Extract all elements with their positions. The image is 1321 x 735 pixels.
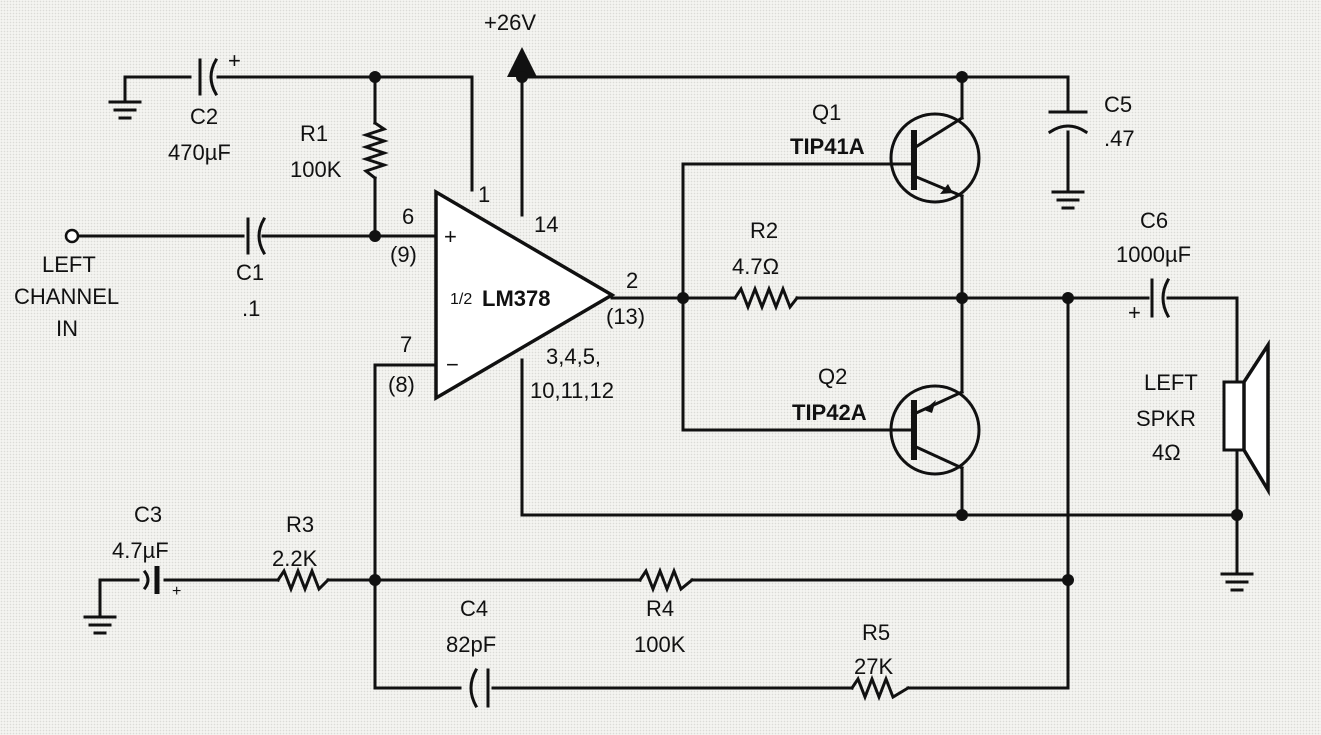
pin7-alt-label: (8)	[388, 372, 415, 397]
opamp-minus-sign: −	[446, 352, 459, 377]
pin6-alt-label: (9)	[390, 242, 417, 267]
speaker-icon	[1222, 339, 1270, 497]
r5-value: 27K	[854, 654, 893, 679]
r5-name: R5	[862, 620, 890, 645]
resistor-r1-icon	[361, 120, 389, 181]
opamp-name: LM378	[482, 286, 550, 311]
transistor-q1-icon	[889, 112, 981, 204]
pin1-label: 1	[478, 182, 490, 207]
c4-name: C4	[460, 596, 488, 621]
c6-name: C6	[1140, 208, 1168, 233]
r1-name: R1	[300, 121, 328, 146]
c2-polarity: +	[228, 48, 241, 73]
supply-label: +26V	[484, 10, 536, 35]
pin7-label: 7	[400, 332, 412, 357]
c1-value: .1	[242, 296, 260, 321]
r3-name: R3	[286, 512, 314, 537]
q1-name: Q1	[812, 100, 841, 125]
speaker-value: 4Ω	[1152, 440, 1181, 465]
gnd-pins-label-a: 3,4,5,	[546, 344, 601, 369]
pin14-label: 14	[534, 212, 558, 237]
opamp-fraction: 1/2	[450, 291, 472, 308]
c2-name: C2	[190, 104, 218, 129]
resistor-r2-icon	[732, 284, 800, 312]
pin6-label: 6	[402, 204, 414, 229]
transistor-q2-icon	[889, 384, 981, 476]
speaker-label-line1: LEFT	[1144, 370, 1198, 395]
ground-c5-icon	[1051, 190, 1085, 210]
r2-value: 4.7Ω	[732, 254, 779, 279]
pin2-label: 2	[626, 268, 638, 293]
c3-polarity: +	[172, 583, 181, 600]
capacitor-c2-icon	[198, 57, 219, 97]
pin2-alt-label: (13)	[606, 304, 645, 329]
ground-c2-icon	[108, 100, 142, 120]
c1-name: C1	[236, 260, 264, 285]
capacitor-c6-icon	[1150, 277, 1171, 319]
ground-speaker-icon	[1220, 572, 1254, 592]
resistor-r3-icon	[275, 566, 331, 594]
capacitor-c3-icon	[142, 566, 160, 594]
resistor-r5-icon	[849, 674, 911, 702]
q2-name: Q2	[818, 364, 847, 389]
input-label-line3: IN	[56, 316, 78, 341]
r4-value: 100K	[634, 632, 686, 657]
c2-value: 470µF	[168, 140, 231, 165]
c4-value: 82pF	[446, 632, 496, 657]
c6-value: 1000µF	[1116, 242, 1191, 267]
input-label-line2: CHANNEL	[14, 284, 119, 309]
wires	[76, 53, 1239, 690]
c5-value: .47	[1104, 126, 1135, 151]
speaker-label-line2: SPKR	[1136, 406, 1196, 431]
junction-dots	[369, 71, 1243, 586]
ground-c3-icon	[83, 615, 117, 635]
r3-value: 2.2K	[272, 546, 318, 571]
r4-name: R4	[646, 596, 674, 621]
input-label-line1: LEFT	[42, 252, 96, 277]
capacitor-c4-icon	[469, 667, 490, 709]
c6-polarity: +	[1128, 300, 1141, 325]
capacitor-c5-icon	[1047, 110, 1089, 135]
op-amp-triangle-icon	[434, 188, 616, 402]
input-terminal-icon	[64, 228, 80, 244]
q2-part: TIP42A	[792, 400, 867, 425]
q1-part: TIP41A	[790, 134, 865, 159]
resistor-r4-icon	[637, 566, 695, 594]
gnd-pins-label-b: 10,11,12	[530, 378, 614, 403]
c3-name: C3	[134, 502, 162, 527]
c3-value: 4.7µF	[112, 538, 169, 563]
c5-name: C5	[1104, 92, 1132, 117]
r1-value: 100K	[290, 157, 342, 182]
opamp-plus-sign: +	[444, 224, 457, 249]
r2-name: R2	[750, 218, 778, 243]
capacitor-c1-icon	[246, 216, 267, 256]
